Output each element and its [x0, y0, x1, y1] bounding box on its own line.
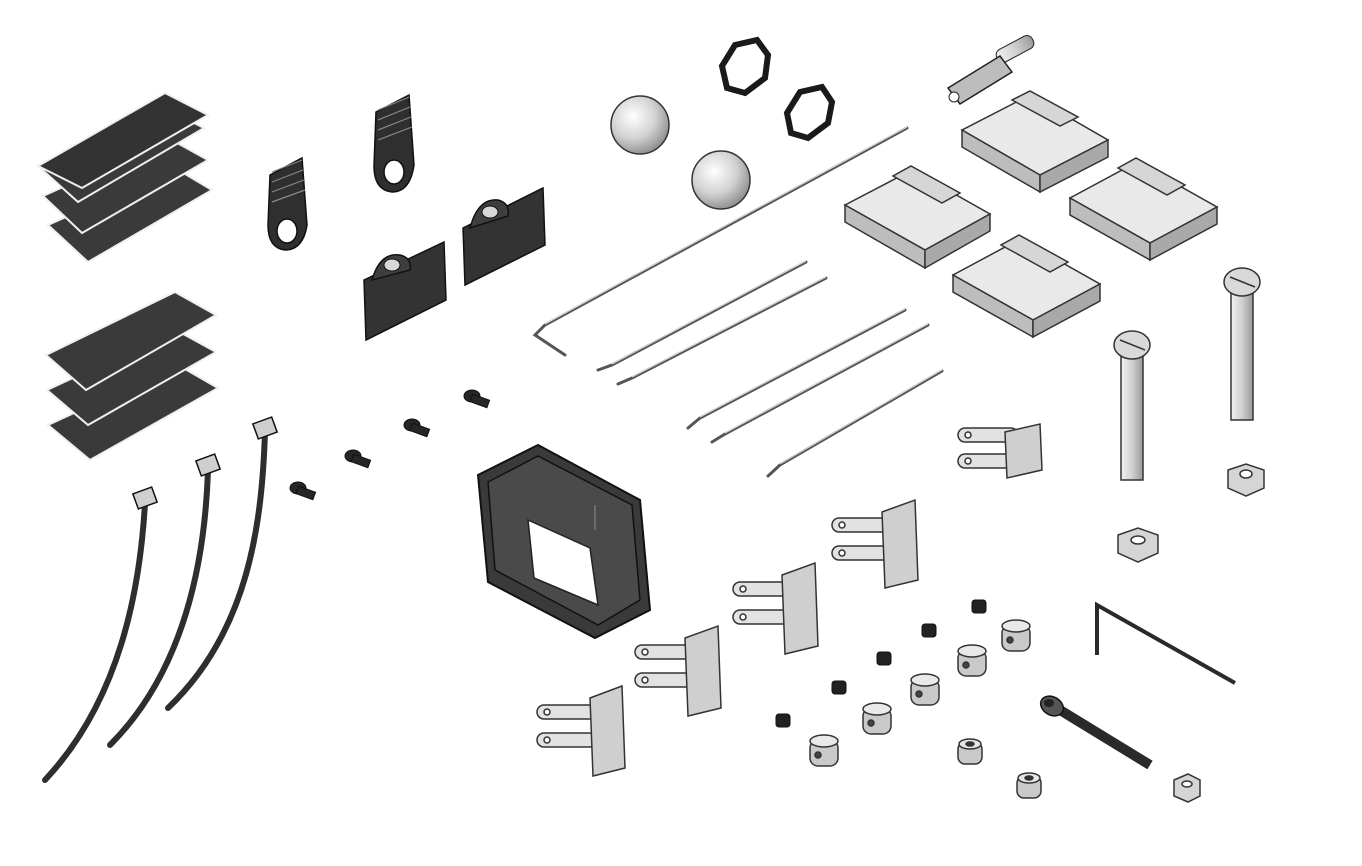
sphere-1: [610, 95, 670, 155]
push-rod-4: [710, 323, 930, 444]
screw-3: [403, 418, 431, 438]
grub-screw-3: [876, 651, 892, 666]
nuts: [1117, 463, 1265, 803]
cable-tie-1: [42, 500, 148, 783]
control-horn-5: [536, 684, 626, 777]
collar-1: [1001, 619, 1031, 652]
hinge-3: [1068, 157, 1219, 262]
screw-4: [463, 389, 491, 409]
spacers: [957, 738, 1042, 799]
grub-screw-2: [921, 623, 937, 638]
bolt-2: [1223, 267, 1261, 421]
grub-screw-4: [831, 680, 847, 695]
screw-1: [289, 481, 317, 501]
cable-tie-heads: [131, 416, 279, 510]
push-rod-highlights: [544, 126, 943, 465]
o-ring-2: [783, 83, 836, 142]
rubber-frame: [476, 443, 652, 640]
antenna-clip-1: [267, 156, 308, 251]
control-horns: [536, 423, 1043, 777]
sphere-2: [691, 150, 751, 210]
nut-1: [1227, 463, 1265, 497]
control-horn-1: [957, 423, 1043, 479]
allen-key: [1095, 601, 1236, 685]
o-ring-1: [718, 36, 772, 97]
foam-sheet-stack-bottom: [44, 290, 221, 462]
collar-5: [809, 734, 839, 767]
control-horn-3: [732, 561, 819, 655]
push-rod-3: [686, 308, 907, 430]
antenna-clip-2: [373, 93, 415, 193]
collar-3: [910, 673, 940, 706]
screw-2: [344, 449, 372, 469]
collars: [809, 619, 1031, 767]
spacer-1: [957, 738, 983, 765]
collar-4: [862, 702, 892, 735]
cable-tie-head-3: [251, 416, 279, 440]
hinges: [843, 90, 1219, 339]
control-horn-4: [634, 624, 722, 717]
push-rods: [532, 126, 944, 478]
clevis: [946, 35, 1035, 105]
cable-ties: [42, 429, 268, 783]
control-horn-2: [831, 498, 919, 589]
cable-tie-3: [165, 429, 268, 711]
cable-tie-head-2: [194, 453, 222, 477]
screws: [289, 389, 491, 501]
bolt-1: [1113, 330, 1151, 481]
push-rod-1: [596, 260, 808, 372]
nut-3: [1173, 773, 1201, 803]
grub-screw-1: [971, 599, 987, 614]
collar-2: [957, 644, 987, 677]
nut-2: [1117, 527, 1159, 563]
hinge-1: [960, 90, 1110, 194]
bolts: [1113, 267, 1261, 481]
push-rod-2: [616, 276, 828, 386]
hinge-4: [951, 234, 1102, 339]
cable-tie-2: [107, 467, 211, 748]
push-rod-long: [532, 126, 909, 357]
grub-screws: [775, 599, 987, 728]
adhesive-pad-1: [363, 240, 447, 342]
adhesive-pad-2: [462, 186, 546, 287]
foam-sheet-stack-top: [35, 91, 214, 264]
spacer-2: [1016, 772, 1042, 799]
grub-screw-5: [775, 713, 791, 728]
push-rod-5: [766, 369, 944, 478]
hinge-2: [843, 165, 992, 270]
socket-cap-screw: [1039, 695, 1153, 770]
cable-tie-head-1: [131, 486, 159, 510]
